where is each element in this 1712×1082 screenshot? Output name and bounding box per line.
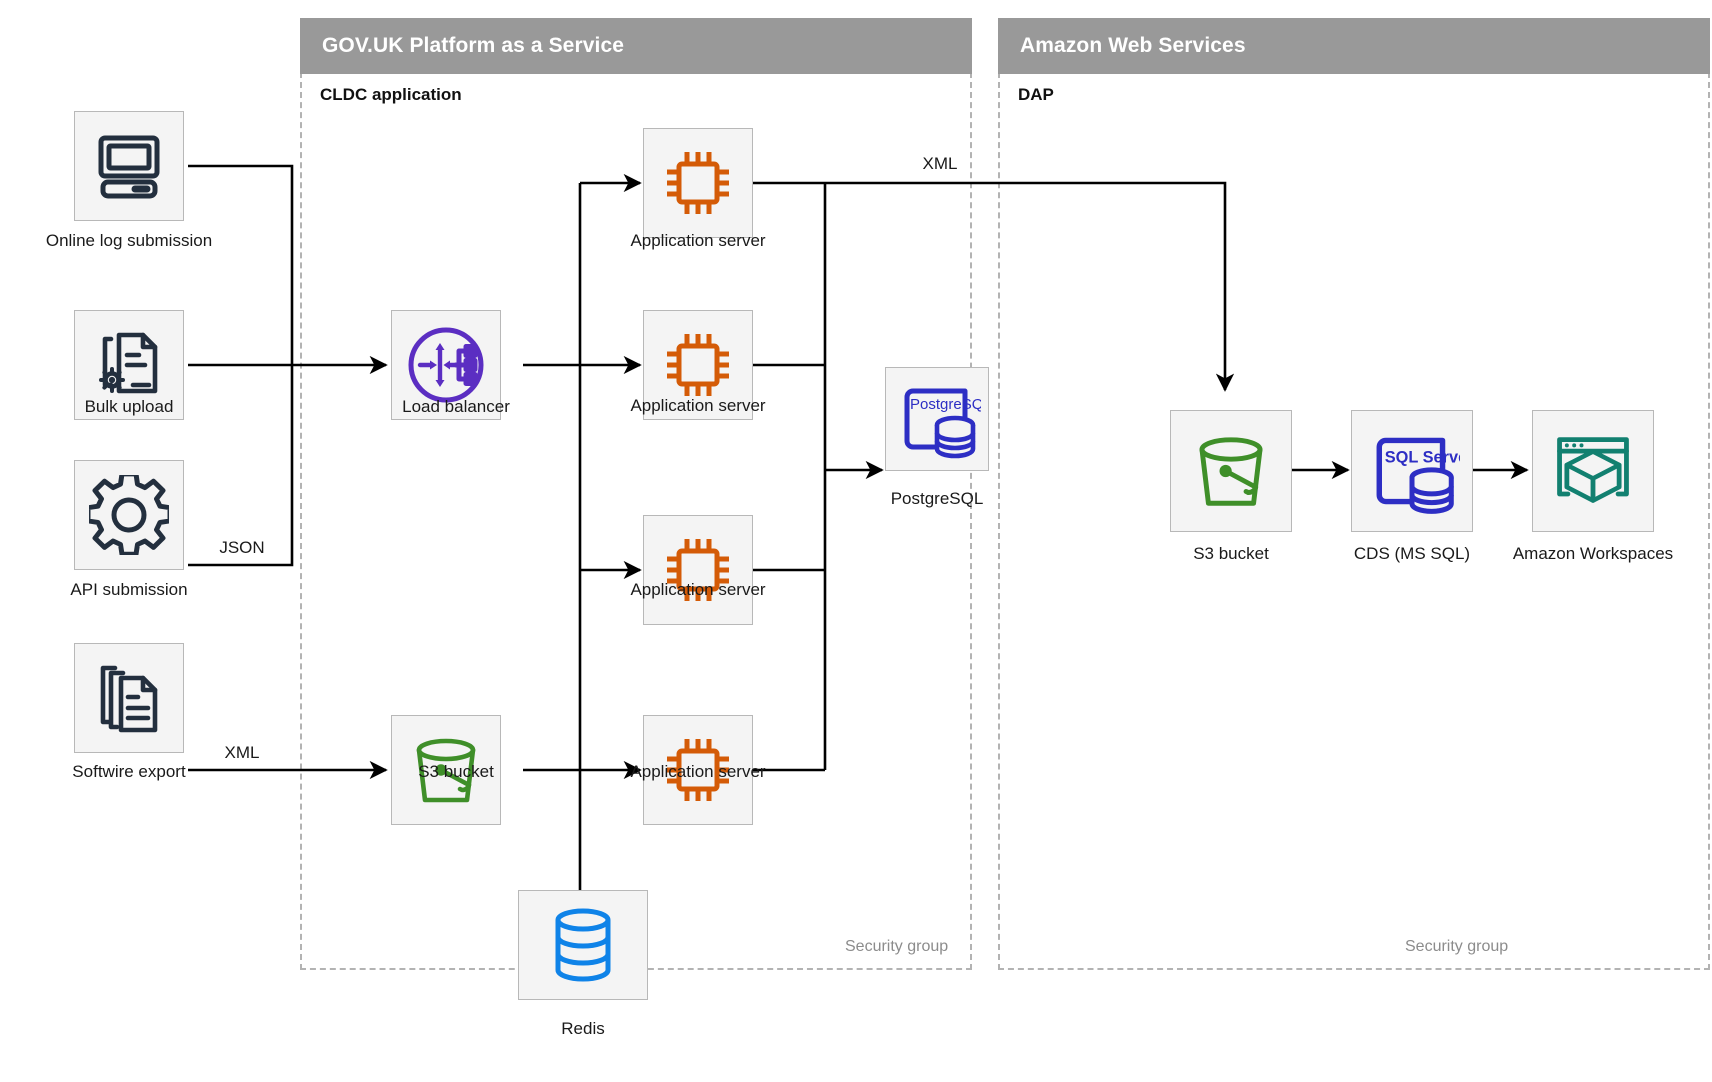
- edge-label-json: JSON: [215, 538, 269, 558]
- node-amazon-workspaces[interactable]: [1532, 410, 1654, 532]
- zone-sublabel-dap: DAP: [1018, 85, 1054, 104]
- node-label-s3-bucket-paas: S3 bucket: [418, 762, 494, 781]
- node-label-redis: Redis: [561, 1019, 605, 1038]
- security-group-label-aws: Security group: [1405, 938, 1509, 955]
- postgresql-icon: PostgreSQL: [904, 388, 981, 459]
- node-app-server-2[interactable]: [643, 310, 753, 420]
- edge-api-to-loadbalancer: [188, 365, 294, 567]
- node-online-log-submission[interactable]: [74, 111, 184, 221]
- desktop-computer-icon: [98, 135, 160, 199]
- edge-label-xml-softwire: XML: [220, 743, 264, 763]
- edge-online-log-to-loadbalancer: [188, 164, 294, 365]
- zone-header-aws: Amazon Web Services: [998, 18, 1710, 74]
- s3-bucket-icon: [1199, 437, 1263, 506]
- node-label-load-balancer: Load balancer: [402, 397, 510, 416]
- node-s3-bucket-paas[interactable]: [391, 715, 501, 825]
- node-label-online-log-submission: Online log submission: [45, 231, 213, 250]
- documents-gear-icon: [99, 332, 158, 394]
- node-label-api-submission: API submission: [70, 580, 188, 599]
- edge-app-server-1-xml-to-s3: [753, 181, 1235, 392]
- postgresql-icon-text: PostgreSQL: [910, 396, 981, 413]
- node-label-softwire-export: Softwire export: [72, 762, 186, 781]
- node-s3-bucket-aws[interactable]: [1170, 410, 1292, 532]
- node-bulk-upload[interactable]: [74, 310, 184, 420]
- node-label-amazon-workspaces: Amazon Workspaces: [1512, 544, 1674, 563]
- zone-header-paas: GOV.UK Platform as a Service: [300, 18, 972, 74]
- zone-sublabel-cldc: CLDC application: [320, 85, 462, 104]
- node-postgresql[interactable]: PostgreSQL: [885, 367, 989, 471]
- node-redis[interactable]: [518, 890, 648, 1000]
- node-load-balancer[interactable]: [391, 310, 501, 420]
- gear-icon: [89, 475, 169, 555]
- node-api-submission[interactable]: [74, 460, 184, 570]
- cpu-chip-icon: [667, 334, 729, 396]
- stacked-documents-icon: [100, 665, 158, 733]
- node-softwire-export[interactable]: [74, 643, 184, 753]
- cpu-chip-icon: [667, 539, 729, 601]
- zone-header-aws-title: Amazon Web Services: [1020, 34, 1246, 57]
- cpu-chip-icon: [667, 739, 729, 801]
- node-label-cds-ms-sql: CDS (MS SQL): [1353, 544, 1471, 563]
- node-app-server-1[interactable]: [643, 128, 753, 238]
- database-cylinder-icon: [555, 908, 611, 982]
- sql-server-icon-text: SQL Server: [1385, 448, 1460, 466]
- node-label-app-server-1: Application server: [630, 231, 766, 250]
- node-label-app-server-3: Application server: [630, 580, 766, 599]
- cpu-chip-icon: [667, 152, 729, 214]
- workspaces-cube-icon: [1557, 437, 1629, 503]
- node-label-app-server-2: Application server: [630, 396, 766, 415]
- node-cds-ms-sql[interactable]: SQL Server: [1351, 410, 1473, 532]
- zone-header-paas-title: GOV.UK Platform as a Service: [322, 34, 624, 57]
- node-app-server-3[interactable]: [643, 515, 753, 625]
- sql-server-icon: SQL Server: [1376, 437, 1460, 514]
- node-label-app-server-4: Application server: [630, 762, 766, 781]
- node-label-s3-bucket-aws: S3 bucket: [1193, 544, 1269, 563]
- node-label-postgresql: PostgreSQL: [890, 489, 984, 508]
- security-group-label-paas: Security group: [845, 938, 949, 955]
- node-label-bulk-upload: Bulk upload: [84, 397, 174, 416]
- load-balancer-icon: [408, 327, 484, 403]
- edge-label-xml-export: XML: [918, 154, 962, 174]
- s3-bucket-icon: [416, 738, 476, 803]
- node-app-server-4[interactable]: [643, 715, 753, 825]
